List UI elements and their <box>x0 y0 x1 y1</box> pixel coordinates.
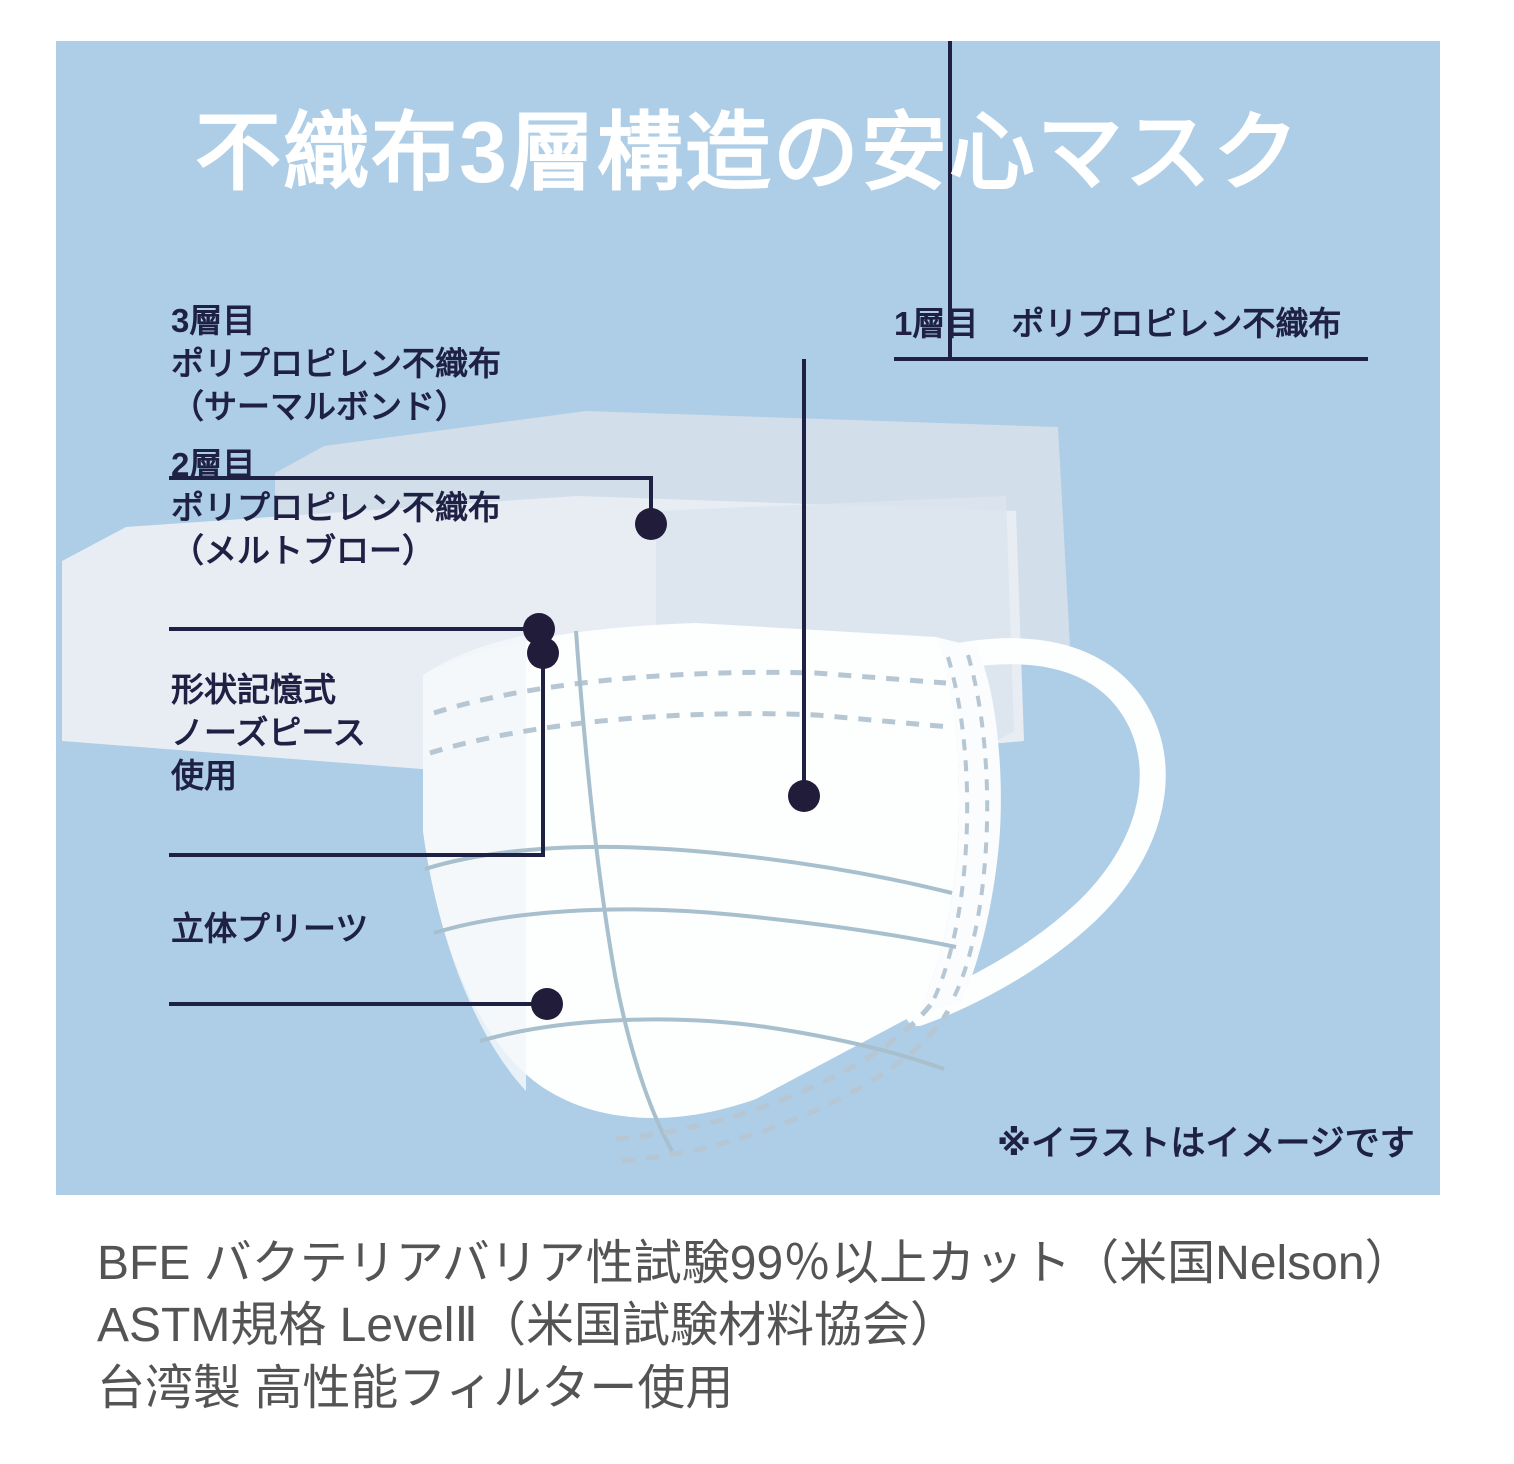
callout-dots <box>523 508 820 1020</box>
specification-text: BFE バクテリアバリア性試験99％以上カット（米国Nelson） ASTM規格… <box>97 1233 1457 1420</box>
callout-label-layer-1: 1層目 ポリプロピレン不織布 <box>894 305 1342 342</box>
dot-layer-3 <box>635 508 667 540</box>
mask-body <box>423 623 960 1119</box>
illustration-disclaimer: ※イラストはイメージです <box>997 1124 1415 1163</box>
nose-piece-stitching <box>429 669 951 756</box>
dot-pleats <box>531 988 563 1020</box>
ear-loop <box>905 638 1166 1026</box>
dot-nose-piece <box>527 637 559 669</box>
mask-illustration <box>62 41 1368 1164</box>
spec-line-astm: ASTM規格 LevelⅡ（米国試験材料協会） <box>97 1299 959 1353</box>
infographic-panel: 不織布3層構造の安心マスク 3層目 ポリプロピレン不織布 （サーマルボンド） 2… <box>56 41 1440 1195</box>
callout-label-pleats: 立体プリーツ <box>171 910 369 947</box>
dot-layer-2 <box>523 613 555 645</box>
pleat-lines <box>424 630 957 1152</box>
bottom-hem-stitching <box>615 995 951 1164</box>
callout-label-layer-2: 2層目 ポリプロピレン不織布 （メルトブロー） <box>171 446 501 569</box>
page-title: 不織布3層構造の安心マスク <box>195 105 1301 201</box>
dot-layer-1 <box>788 780 820 812</box>
spec-line-origin: 台湾製 高性能フィルター使用 <box>97 1361 734 1415</box>
spec-line-bfe: BFE バクテリアバリア性試験99％以上カット（米国Nelson） <box>97 1237 1413 1290</box>
callout-label-layer-3: 3層目 ポリプロピレン不織布 （サーマルボンド） <box>171 302 501 425</box>
callout-label-nose-piece: 形状記憶式 ノーズピース 使用 <box>171 671 366 794</box>
leader-lines <box>169 41 1368 1006</box>
side-binding <box>918 637 1001 1013</box>
